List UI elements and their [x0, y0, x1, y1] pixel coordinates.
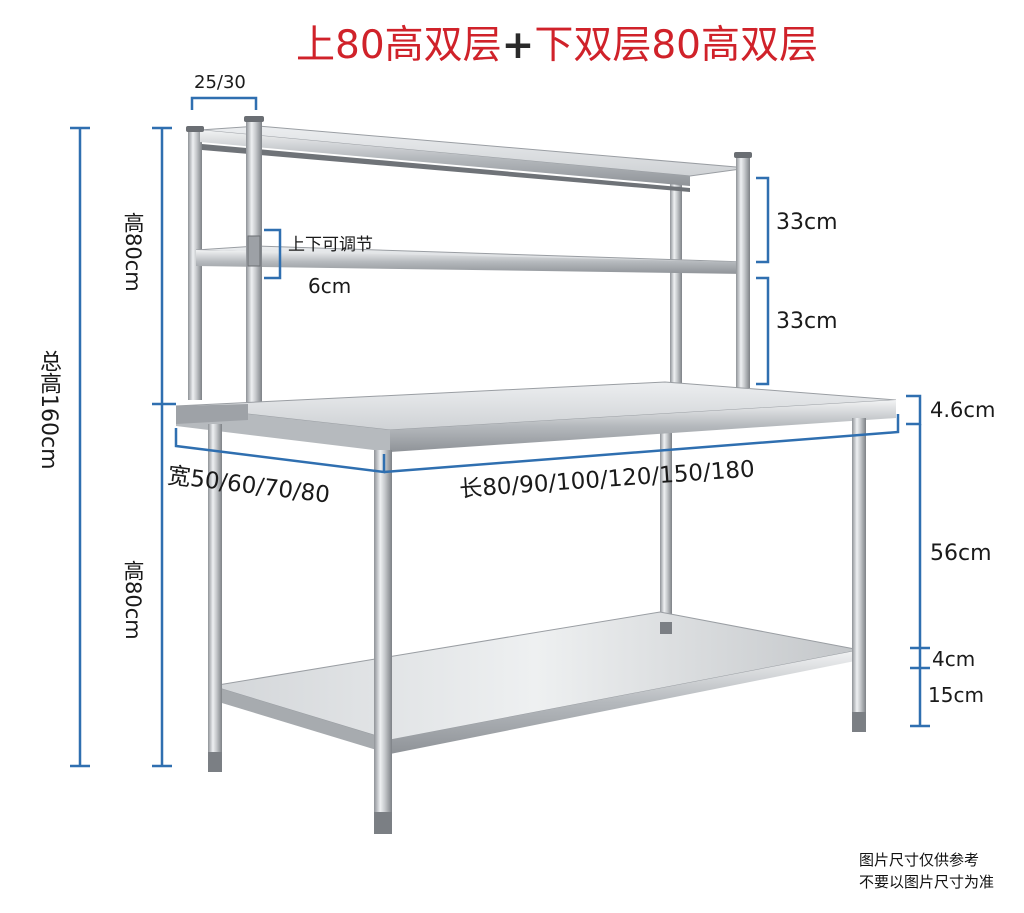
top-shelf-surface	[199, 125, 749, 177]
foot	[852, 712, 866, 732]
title-part2: 下双层80高双层	[534, 23, 818, 68]
backsplash	[176, 404, 248, 424]
foot-height-label: 15cm	[928, 683, 984, 707]
middle-shelf-edge	[196, 250, 746, 274]
total-height-label: 总高160cm	[36, 350, 61, 470]
adjust-step-label: 6cm	[308, 274, 352, 298]
upper-shelf-unit	[186, 116, 752, 414]
title-part1: 上80高双层	[296, 23, 502, 68]
upper-back-post-right	[670, 168, 682, 384]
upper-back-post-left	[188, 130, 202, 400]
back-leg-right	[660, 418, 672, 628]
adjust-bracket	[247, 235, 261, 267]
top-thickness-label: 4.6cm	[930, 398, 996, 422]
top-shelf-edge	[200, 130, 690, 186]
mid-gap-label: 33cm	[776, 309, 838, 334]
top-shelf-underside	[202, 144, 690, 192]
dim-foot-height	[910, 668, 930, 728]
foot	[208, 752, 222, 772]
disclaimer-line1: 图片尺寸仅供参考	[858, 851, 979, 869]
dim-leg-gap	[910, 424, 930, 650]
dim-total-height	[70, 126, 90, 768]
dim-post-size	[190, 96, 258, 110]
page-title: 上80高双层+下双层80高双层	[296, 14, 818, 70]
lower-shelf-front-edge	[390, 650, 860, 754]
post-cap	[186, 126, 204, 132]
front-leg-middle	[374, 450, 392, 820]
dim-length	[383, 414, 900, 474]
adjustable-label: 上下可调节	[288, 235, 373, 255]
dimension-lines	[70, 96, 930, 768]
disclaimer-line2: 不要以图片尺寸为准	[858, 873, 994, 891]
lower-table	[175, 381, 897, 834]
title-plus: +	[501, 23, 535, 68]
dim-upper-height	[152, 126, 176, 406]
dim-lower-height	[152, 404, 172, 768]
front-leg-right	[852, 418, 866, 718]
post-cap	[244, 116, 264, 122]
lower-height-label: 高80cm	[121, 560, 145, 640]
disclaimer-note: 图片尺寸仅供参考 不要以图片尺寸为准	[859, 849, 994, 893]
upper-front-post-right	[736, 156, 750, 388]
table-top-front-edge	[390, 400, 896, 452]
bottom-shelf-label: 4cm	[932, 647, 976, 671]
front-leg-left	[208, 424, 222, 764]
dim-adjust	[264, 228, 282, 280]
dim-mid-gap	[756, 276, 770, 386]
dim-bottom-shelf	[910, 648, 930, 670]
upper-height-label: 高80cm	[121, 212, 145, 292]
dim-top-thickness	[906, 394, 922, 426]
post-size-label: 25/30	[194, 72, 246, 93]
top-gap-label: 33cm	[776, 210, 838, 235]
post-cap	[734, 152, 752, 158]
foot	[374, 812, 392, 834]
lower-shelf-left-edge	[212, 686, 390, 754]
leg-gap-label: 56cm	[930, 541, 992, 566]
foot	[660, 622, 672, 634]
dim-top-gap	[756, 176, 770, 264]
dim-width	[174, 428, 386, 474]
